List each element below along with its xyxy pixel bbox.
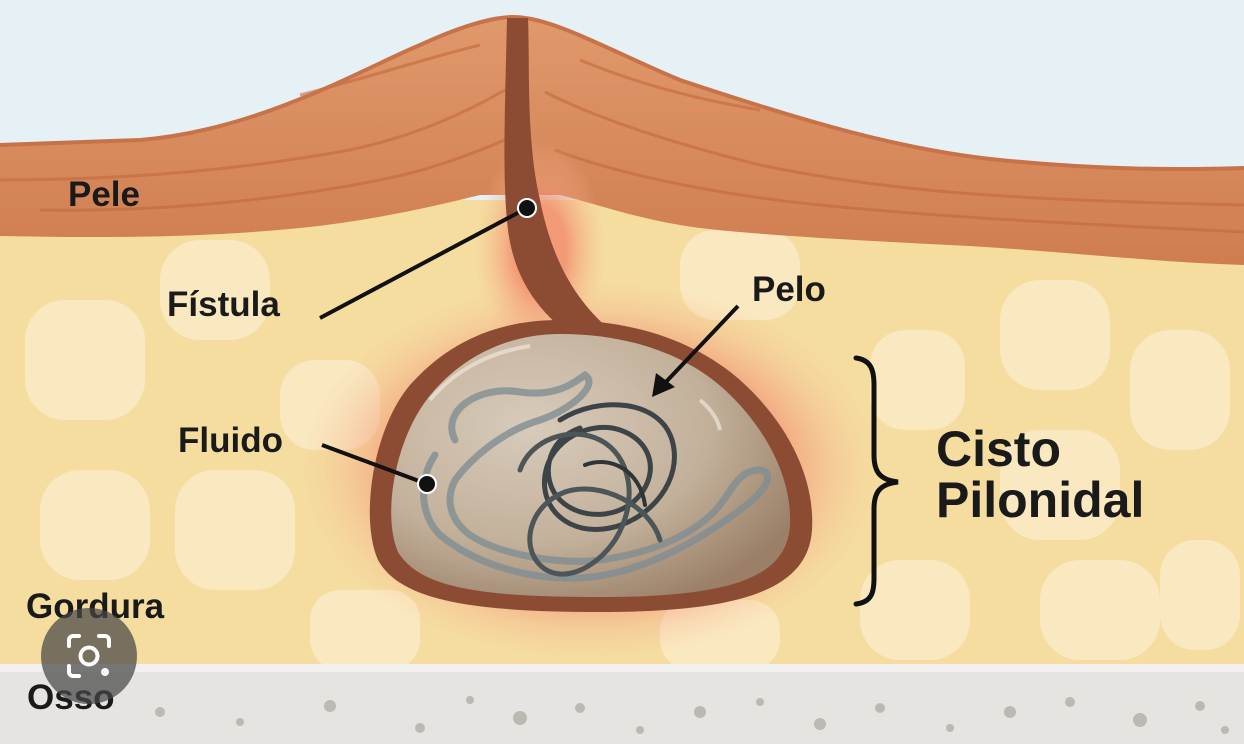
label-pilonidal: Pilonidal bbox=[936, 472, 1145, 528]
leader-lines bbox=[319, 206, 740, 486]
google-lens-icon bbox=[67, 634, 111, 678]
bone-layer bbox=[0, 668, 1244, 744]
bone-speckles bbox=[155, 696, 1229, 734]
label-cisto: Cisto bbox=[936, 421, 1061, 477]
cyst-bracket bbox=[853, 355, 899, 607]
fistula-tract bbox=[504, 18, 610, 345]
label-pele: Pele bbox=[68, 175, 140, 214]
hair-pointer-arrowhead bbox=[652, 373, 675, 397]
google-lens-button[interactable] bbox=[41, 608, 137, 704]
label-fluido: Fluido bbox=[178, 421, 283, 460]
label-fistula: Fístula bbox=[167, 285, 280, 324]
fistula-pointer-dot bbox=[517, 198, 537, 218]
label-cisto-pilonidal: Cisto Pilonidal bbox=[936, 424, 1144, 526]
fluid-pointer-dot bbox=[417, 474, 437, 494]
skin-strata bbox=[0, 43, 1244, 234]
label-pelo: Pelo bbox=[752, 270, 826, 309]
hair-strands bbox=[420, 370, 772, 582]
skin-layer bbox=[0, 17, 1244, 265]
